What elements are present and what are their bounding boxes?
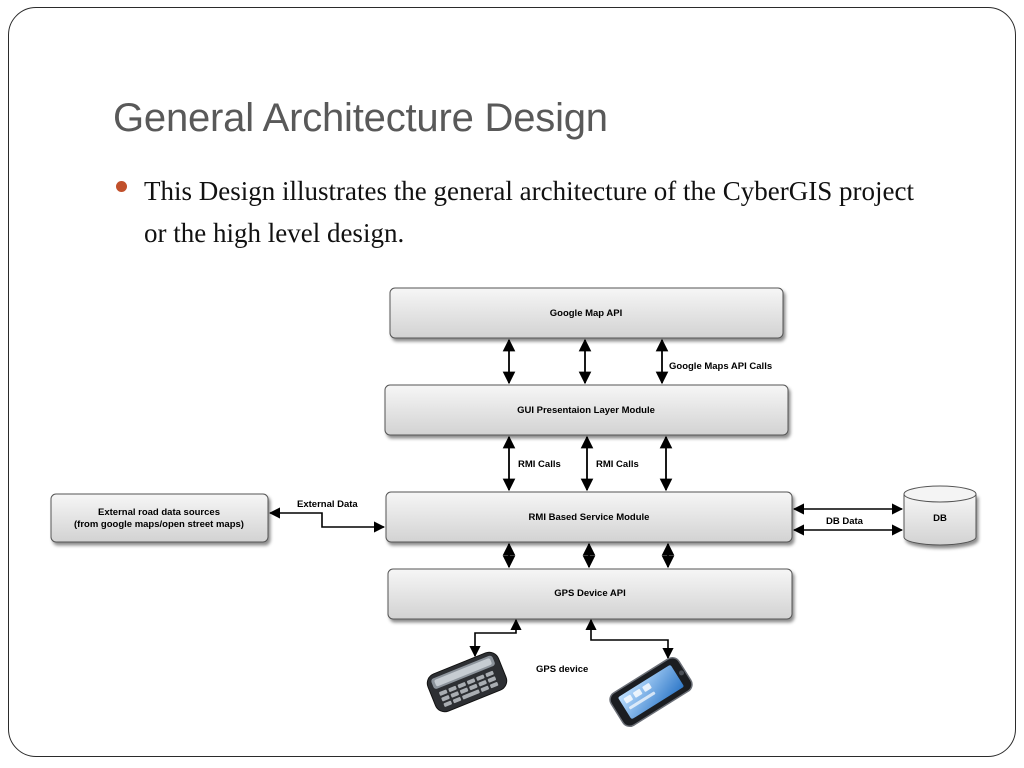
- db-cylinder: DB: [903, 485, 977, 546]
- gui-layer-box: GUI Presentaion Layer Module: [384, 384, 789, 436]
- rmi-service-box: RMI Based Service Module: [385, 491, 793, 543]
- rmi-gps-arrows: [502, 542, 675, 569]
- google-gui-arrows: [502, 338, 669, 385]
- gps-device-api-label: GPS Device API: [554, 588, 625, 599]
- bullet-item: This Design illustrates the general arch…: [113, 170, 933, 254]
- gps-device-api-box: GPS Device API: [387, 568, 793, 620]
- rmi-calls-left-label: RMI Calls: [518, 459, 561, 470]
- gui-rmi-arrows: [502, 435, 673, 492]
- db-data-label: DB Data: [826, 516, 864, 527]
- external-data-label: External Data: [297, 499, 358, 510]
- blackberry-phone-icon: [426, 651, 508, 713]
- google-map-api-box: Google Map API: [389, 287, 784, 339]
- rmi-db-arrows: [792, 503, 904, 536]
- rmi-calls-right-label: RMI Calls: [596, 459, 639, 470]
- gps-device-label: GPS device: [536, 664, 588, 675]
- bullet-text: This Design illustrates the general arch…: [144, 176, 914, 248]
- external-sources-label-line2: (from google maps/open street maps): [74, 519, 244, 530]
- external-sources-label-line1: External road data sources: [98, 507, 220, 518]
- arrow-gps-phone-left: [469, 618, 522, 658]
- arrow-gps-phone-right: [585, 618, 674, 660]
- external-sources-box: External road data sources (from google …: [50, 493, 269, 543]
- google-map-api-label: Google Map API: [550, 308, 622, 319]
- gui-layer-label: GUI Presentaion Layer Module: [517, 405, 655, 416]
- google-maps-api-calls-label: Google Maps API Calls: [669, 361, 772, 372]
- rmi-service-label: RMI Based Service Module: [529, 512, 650, 523]
- slide-title: General Architecture Design: [113, 96, 608, 140]
- db-label: DB: [933, 513, 947, 524]
- bullet-dot-icon: [116, 181, 127, 192]
- smartphone-icon: [609, 656, 693, 728]
- arrow-external-data: [268, 507, 386, 533]
